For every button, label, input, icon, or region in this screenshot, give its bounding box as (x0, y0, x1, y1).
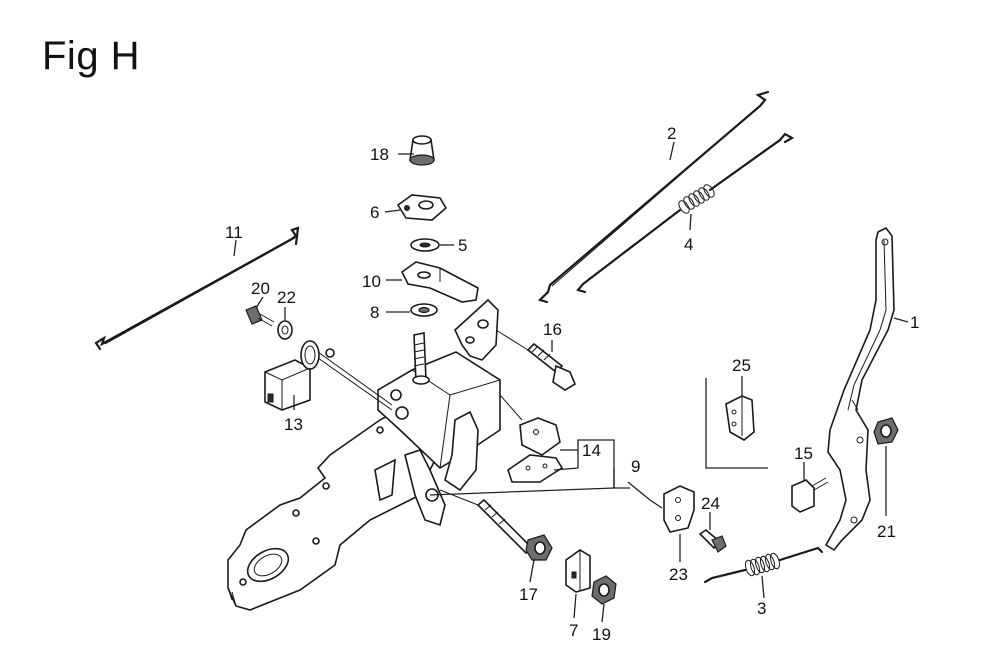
callout-16: 16 (543, 320, 562, 339)
callout-11: 11 (225, 223, 243, 242)
part-10-plate (400, 261, 479, 303)
callout-7: 7 (569, 621, 578, 640)
part-4-spring (576, 132, 795, 294)
callout-labels: 18 6 5 10 8 2 4 11 20 22 13 16 1 25 14 9… (225, 124, 919, 644)
part-25-clip (725, 395, 755, 441)
callout-5: 5 (458, 236, 467, 255)
callout-6: 6 (370, 203, 379, 222)
part-2-rod (537, 90, 770, 304)
part-21-nut (873, 417, 899, 445)
callout-17: 17 (519, 585, 538, 604)
callout-2: 2 (667, 124, 676, 143)
callout-13: 13 (284, 415, 303, 434)
callout-24: 24 (701, 494, 720, 513)
part-16-bolt (495, 329, 577, 391)
callout-18: 18 (370, 145, 389, 164)
callout-3: 3 (757, 599, 766, 618)
part-22-washer (277, 320, 293, 340)
callout-15: 15 (794, 444, 813, 463)
part-17-bolt (439, 489, 553, 561)
control-base-bracket (227, 298, 501, 611)
callout-20: 20 (251, 279, 270, 298)
part-24-screw (698, 528, 727, 553)
figure-title: Fig H (42, 34, 141, 78)
part-25-detail-frame (705, 378, 768, 469)
part-13-choke (264, 340, 393, 411)
callout-22: 22 (277, 288, 296, 307)
part-11-rod (94, 226, 300, 351)
leader-lines (233, 141, 909, 623)
part-20-screw (245, 305, 275, 327)
part-5-washer (410, 238, 440, 252)
callout-19: 19 (592, 625, 611, 644)
part-15-bolt (791, 477, 829, 513)
part-6-lever (396, 194, 448, 221)
callout-21: 21 (877, 522, 896, 541)
part-18-nut (409, 135, 435, 166)
part-19-nut (591, 575, 617, 605)
callout-8: 8 (370, 303, 379, 322)
callout-1: 1 (910, 313, 919, 332)
part-1-arm (824, 226, 895, 552)
callout-14: 14 (582, 441, 601, 460)
part-8-washer (410, 303, 438, 317)
callout-9: 9 (631, 457, 640, 476)
part-3-spring (703, 546, 824, 584)
callout-4: 4 (684, 235, 693, 254)
callout-25: 25 (732, 356, 751, 375)
part-14-bracket (499, 394, 564, 483)
part-23-plate (663, 485, 695, 533)
callout-23: 23 (669, 565, 688, 584)
callout-10: 10 (362, 272, 381, 291)
part-7-clip (565, 549, 591, 593)
